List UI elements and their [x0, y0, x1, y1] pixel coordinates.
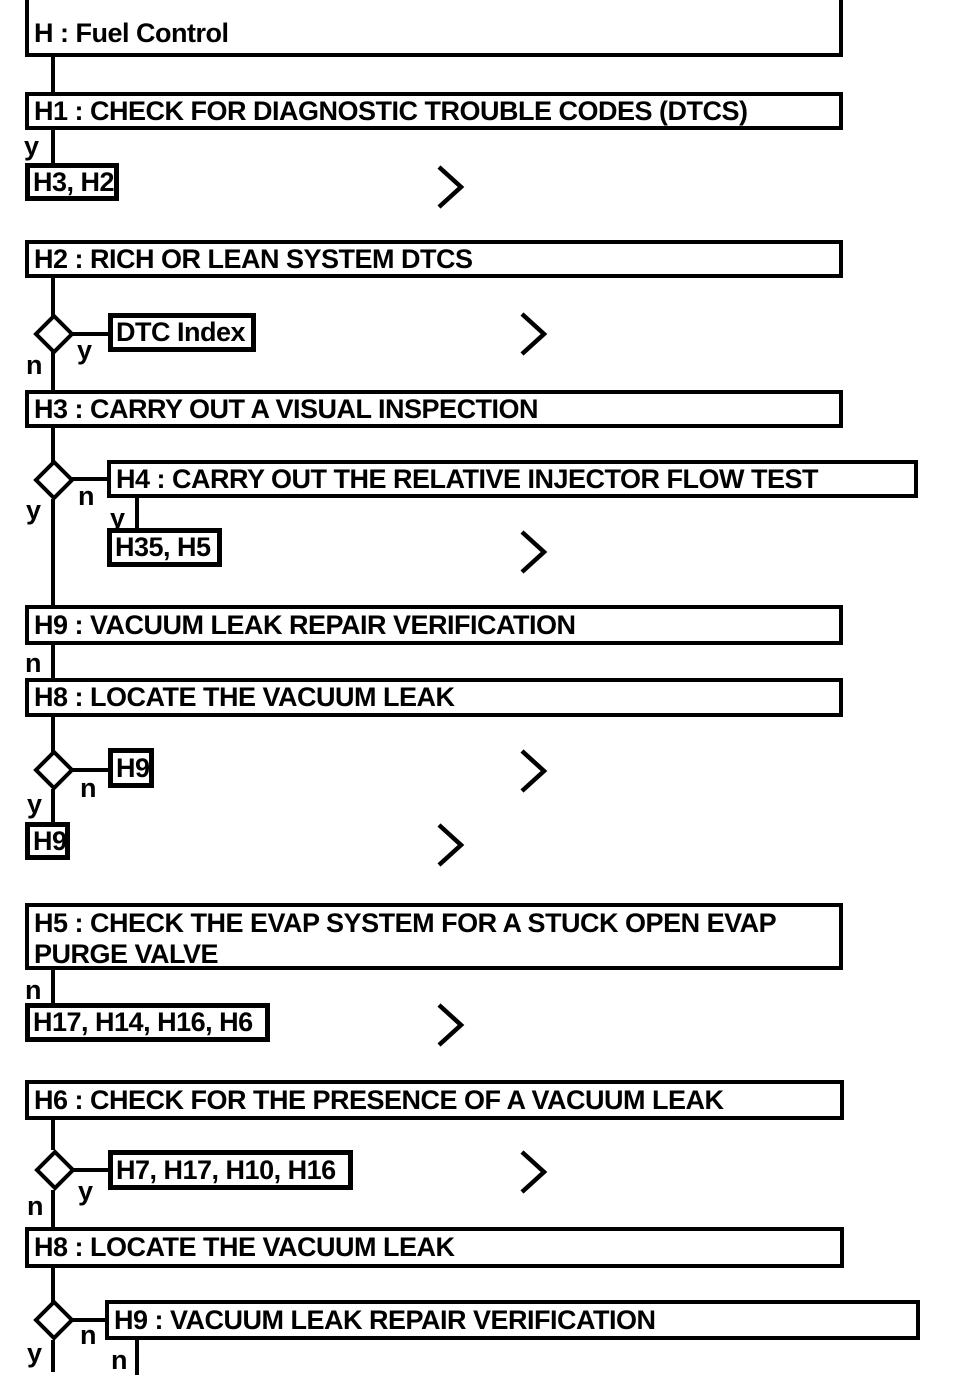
node-h4-label: H4 : CARRY OUT THE RELATIVE INJECTOR FLO… [116, 463, 819, 494]
branch-label-no: n [27, 1191, 44, 1221]
chevron-right-icon [520, 530, 548, 574]
target-box-h9-2[interactable]: H9 [25, 822, 70, 860]
connector [51, 1268, 55, 1302]
branch-label-no: n [78, 481, 95, 511]
node-h2[interactable]: H2 : RICH OR LEAN SYSTEM DTCS [25, 240, 843, 278]
node-h6-label: H6 : CHECK FOR THE PRESENCE OF A VACUUM … [34, 1084, 724, 1115]
connector [135, 498, 139, 528]
node-h8-first-label: H8 : LOCATE THE VACUUM LEAK [34, 682, 455, 712]
branch-label-yes: y [78, 1176, 94, 1206]
connector [51, 499, 55, 605]
target-box-h9-2-label: H9 [33, 825, 67, 856]
node-h8-first[interactable]: H8 : LOCATE THE VACUUM LEAK [25, 678, 843, 717]
chevron-right-icon [437, 1003, 465, 1047]
connector [51, 970, 55, 1003]
branch-label-yes: y [24, 131, 40, 161]
branch-label-yes: y [77, 335, 93, 365]
connector [72, 477, 107, 481]
connector [51, 350, 55, 390]
target-box-dtc-index[interactable]: DTC Index [108, 313, 256, 352]
targets-box-h35-h5-label: H35, H5 [115, 532, 211, 562]
targets-box-h3-h2-label: H3, H2 [33, 166, 115, 197]
node-h2-label: H2 : RICH OR LEAN SYSTEM DTCS [34, 243, 473, 274]
node-h6[interactable]: H6 : CHECK FOR THE PRESENCE OF A VACUUM … [25, 1080, 844, 1120]
targets-box-h17-h14-h16-h6[interactable]: H17, H14, H16, H6 [25, 1003, 270, 1042]
decision-diamond [33, 313, 75, 355]
branch-label-yes: y [26, 495, 42, 525]
node-h9-first[interactable]: H9 : VACUUM LEAK REPAIR VERIFICATION [25, 605, 843, 645]
connector [72, 1318, 105, 1322]
node-h4[interactable]: H4 : CARRY OUT THE RELATIVE INJECTOR FLO… [107, 460, 918, 498]
node-h9-first-label: H9 : VACUUM LEAK REPAIR VERIFICATION [34, 609, 576, 640]
node-h1-label: H1 : CHECK FOR DIAGNOSTIC TROUBLE CODES … [34, 95, 748, 126]
node-h9-second[interactable]: H9 : VACUUM LEAK REPAIR VERIFICATION [105, 1300, 920, 1340]
targets-box-h17-h14-h16-h6-label: H17, H14, H16, H6 [33, 1007, 253, 1037]
target-box-h9[interactable]: H9 [108, 748, 154, 788]
node-h8-second-label: H8 : LOCATE THE VACUUM LEAK [34, 1232, 455, 1262]
decision-diamond [34, 1149, 76, 1191]
connector [51, 1340, 55, 1372]
chevron-right-icon [520, 749, 548, 793]
target-box-dtc-index-label: DTC Index [116, 317, 246, 347]
node-title-label: H : Fuel Control [34, 18, 229, 48]
decision-diamond [33, 1299, 75, 1341]
chevron-right-icon [520, 1150, 548, 1194]
targets-box-h3-h2[interactable]: H3, H2 [25, 163, 119, 201]
decision-diamond [33, 749, 75, 791]
connector [51, 278, 55, 316]
connector [51, 717, 55, 752]
node-h8-second[interactable]: H8 : LOCATE THE VACUUM LEAK [25, 1227, 844, 1268]
connector [51, 1120, 55, 1150]
connector [51, 1190, 55, 1227]
branch-label-no: n [25, 975, 42, 1005]
node-h5[interactable]: H5 : CHECK THE EVAP SYSTEM FOR A STUCK O… [25, 903, 843, 970]
node-h3-label: H3 : CARRY OUT A VISUAL INSPECTION [34, 393, 539, 424]
branch-label-yes: y [27, 1338, 43, 1368]
connector [51, 57, 55, 92]
connector [51, 130, 55, 163]
targets-box-h35-h5[interactable]: H35, H5 [107, 528, 222, 567]
decision-diamond [33, 459, 75, 501]
targets-box-h7-h17-h10-h16[interactable]: H7, H17, H10, H16 [108, 1150, 353, 1190]
target-box-h9-label: H9 [116, 752, 150, 783]
node-h1[interactable]: H1 : CHECK FOR DIAGNOSTIC TROUBLE CODES … [25, 92, 843, 130]
node-h9-second-label: H9 : VACUUM LEAK REPAIR VERIFICATION [114, 1304, 656, 1335]
connector [72, 768, 108, 772]
branch-label-no: n [25, 648, 42, 678]
connector [51, 789, 55, 822]
branch-label-no: n [26, 350, 43, 380]
branch-label-no: n [111, 1345, 128, 1375]
branch-label-no: n [80, 773, 97, 803]
chevron-right-icon [437, 823, 465, 867]
node-title: H : Fuel Control [25, 0, 843, 57]
chevron-right-icon [520, 312, 548, 356]
node-h3[interactable]: H3 : CARRY OUT A VISUAL INSPECTION [25, 390, 843, 428]
targets-box-h7-h17-h10-h16-label: H7, H17, H10, H16 [116, 1154, 336, 1185]
branch-label-yes: y [27, 789, 43, 819]
node-h5-label: H5 : CHECK THE EVAP SYSTEM FOR A STUCK O… [34, 908, 776, 969]
connector [73, 1168, 108, 1172]
connector [135, 1340, 139, 1375]
branch-label-no: n [80, 1320, 97, 1350]
connector [51, 428, 55, 462]
connector [51, 645, 55, 678]
connector [72, 332, 108, 336]
chevron-right-icon [437, 165, 465, 209]
branch-label-yes: y [110, 503, 126, 533]
